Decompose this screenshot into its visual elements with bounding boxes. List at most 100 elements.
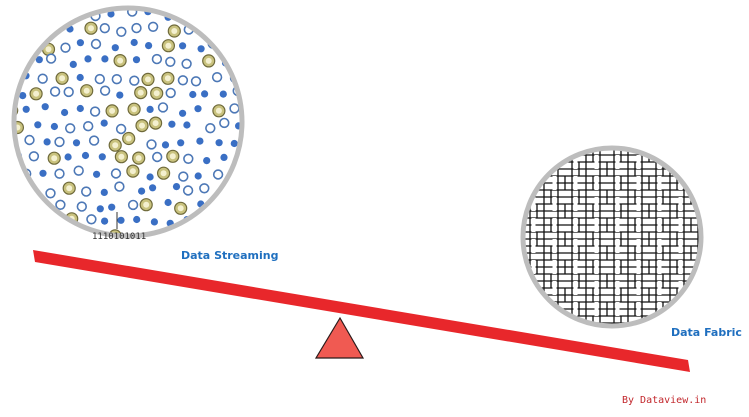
weave-crossing <box>552 239 557 253</box>
weave-crossing <box>678 281 683 295</box>
particle-dot <box>100 119 108 127</box>
weave-crossing <box>657 302 662 316</box>
particle-ring <box>82 120 94 132</box>
weave-crossing <box>531 302 536 316</box>
particle-token-center <box>125 135 132 142</box>
particle-ring <box>116 26 127 37</box>
particle-token-center <box>169 153 176 160</box>
weave-crossing <box>531 239 536 253</box>
particle-dot <box>101 217 109 225</box>
particle-token-center <box>117 57 124 64</box>
particle-dot <box>84 55 92 63</box>
particle-token-center <box>215 107 222 114</box>
particle-dot <box>189 90 197 99</box>
weave-crossing <box>678 302 683 316</box>
weave-crossing <box>636 197 641 211</box>
weave-crossing <box>531 155 536 169</box>
data-fabric-label: Data Fabric <box>671 326 742 339</box>
particle-dot <box>230 139 238 148</box>
particle-dot <box>76 104 84 113</box>
particle-dot <box>61 108 69 117</box>
particle-ring <box>129 75 140 86</box>
particle-ring <box>151 53 163 65</box>
particle-ring <box>152 151 163 163</box>
weave-crossing <box>678 239 683 253</box>
particle-ring <box>99 85 111 96</box>
particle-dot <box>116 91 124 99</box>
particle-token-center <box>137 89 144 96</box>
particle-ring <box>229 103 240 114</box>
weave-crossing <box>678 155 683 169</box>
weave-crossing <box>594 197 599 211</box>
particle-ring <box>45 53 57 64</box>
particle-dot <box>93 170 101 178</box>
particle-dot <box>177 139 185 147</box>
weave-crossing <box>678 260 683 274</box>
particle-dot <box>219 90 227 98</box>
particle-dot <box>117 216 125 224</box>
particle-ring <box>147 21 159 32</box>
particle-dot <box>132 56 141 64</box>
weave-crossing <box>594 155 599 169</box>
particle-ring <box>199 183 210 194</box>
right-circle-border <box>520 145 704 329</box>
particle-ring <box>131 22 142 34</box>
particle-token-center <box>112 142 119 149</box>
particle-ring <box>60 42 71 53</box>
weave-crossing <box>678 197 683 211</box>
particle-dot <box>19 92 27 100</box>
particle-ring <box>86 214 97 225</box>
particle-ring <box>94 73 106 85</box>
particle-dot <box>81 151 90 160</box>
particle-ring <box>182 185 194 196</box>
particle-token-center <box>171 28 178 34</box>
particle-token-center <box>118 153 125 160</box>
particle-ring <box>165 56 176 67</box>
particle-dot <box>149 184 157 192</box>
weave-crossing <box>594 302 599 316</box>
particle-dot <box>197 45 205 53</box>
particle-token-center <box>51 155 58 162</box>
particle-token-center <box>139 122 145 129</box>
particle-dot <box>22 105 30 113</box>
particle-token-center <box>164 75 171 82</box>
particle-dot <box>76 39 84 47</box>
particle-token-center <box>131 106 138 113</box>
weave-crossing <box>552 281 557 295</box>
seesaw-beam <box>33 250 690 372</box>
particle-dot <box>98 153 106 161</box>
weave-crossing <box>573 260 578 274</box>
particle-token-center <box>152 120 159 127</box>
particle-token-center <box>143 201 150 208</box>
particle-dot <box>146 105 154 113</box>
particle-dot <box>150 218 158 226</box>
particle-dot <box>35 56 43 64</box>
particle-dot <box>196 137 204 145</box>
fulcrum-triangle <box>314 316 365 359</box>
particle-token-center <box>83 87 90 94</box>
particle-token-center <box>59 75 66 82</box>
particle-token-center <box>165 42 172 49</box>
particle-ring <box>177 75 189 86</box>
particle-dot <box>194 172 202 180</box>
weave-crossing <box>636 176 641 190</box>
particle-ring <box>76 201 88 212</box>
particle-ring <box>88 135 100 146</box>
particle-dot <box>101 55 109 63</box>
weave-crossing <box>594 239 599 253</box>
particle-dot <box>39 169 47 177</box>
weave-crossing <box>573 218 578 232</box>
weave-crossing <box>573 281 578 295</box>
particle-dot <box>72 139 81 147</box>
weave-crossing <box>678 218 683 232</box>
particle-ring <box>54 168 65 179</box>
particle-dot <box>76 73 84 82</box>
particle-ring <box>99 23 111 34</box>
particle-dot <box>69 60 77 68</box>
weave-crossing <box>657 218 662 232</box>
left-circle-border <box>11 5 245 239</box>
particle-dot <box>164 198 172 207</box>
particle-token-center <box>205 57 212 64</box>
